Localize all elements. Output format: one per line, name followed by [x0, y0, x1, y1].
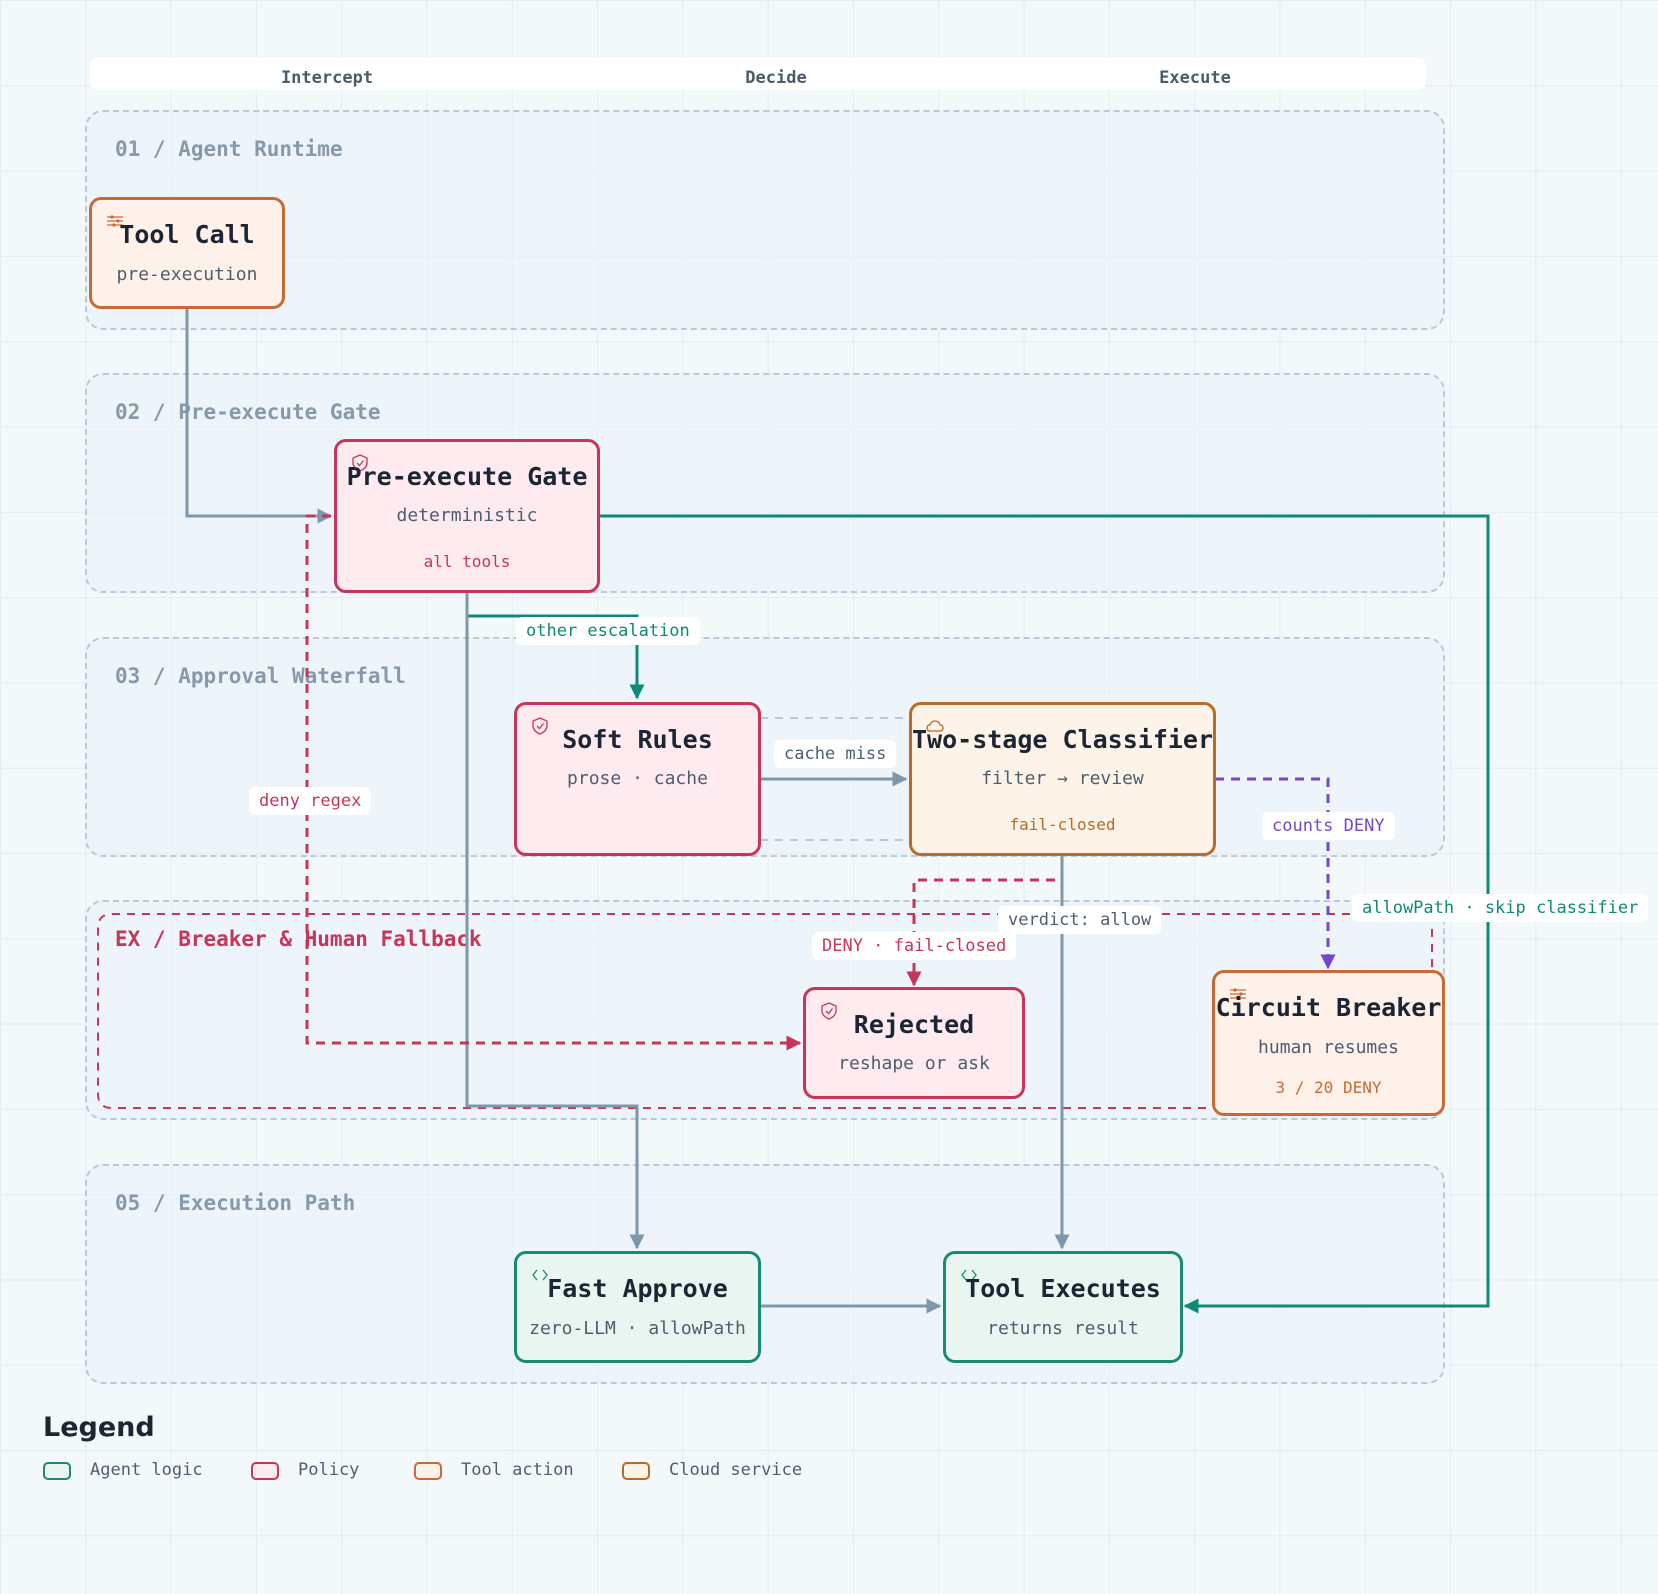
lane-pre-execute-gate: [85, 373, 1445, 593]
shield-icon: [532, 717, 548, 735]
node-subtitle: pre-execution: [116, 264, 258, 285]
code-icon: [532, 1269, 548, 1281]
node-subtitle: deterministic: [396, 505, 538, 526]
node-tool-executes[interactable]: Tool Executes returns result: [943, 1251, 1183, 1363]
stage-execute: Execute: [1159, 68, 1231, 88]
lane-title-execution-path: 05 / Execution Path: [115, 1191, 356, 1215]
edge-label-allowpath-skip: allowPath · skip classifier: [1352, 894, 1649, 922]
shield-icon: [821, 1002, 837, 1020]
stage-intercept: Intercept: [280, 68, 374, 88]
node-title: Tool Call: [119, 220, 255, 249]
edge-label-verdict-allow: verdict: allow: [998, 906, 1162, 934]
lane-agent-runtime: [85, 110, 1445, 330]
cloud-icon: [926, 720, 944, 732]
node-badge: all tools: [423, 552, 511, 571]
node-fast-approve[interactable]: Fast Approve zero-LLM · allowPath: [514, 1251, 761, 1363]
node-circuit-breaker[interactable]: Circuit Breaker human resumes 3 / 20 DEN…: [1212, 970, 1445, 1116]
legend-swatch: [622, 1462, 650, 1480]
legend-swatch: [414, 1462, 442, 1480]
legend-label: Cloud service: [669, 1460, 803, 1480]
sliders-icon: [1230, 988, 1246, 1000]
lane-title-pre-execute-gate: 02 / Pre-execute Gate: [115, 400, 381, 424]
node-title: Circuit Breaker: [1215, 993, 1442, 1022]
edge-toolcall-gate: [185, 308, 333, 524]
node-subtitle: returns result: [987, 1318, 1139, 1339]
edge-label-other-escalation: other escalation: [516, 617, 700, 645]
node-title: Soft Rules: [562, 725, 713, 754]
edge-label-cache-miss: cache miss: [774, 740, 897, 768]
node-subtitle: human resumes: [1258, 1037, 1399, 1058]
node-badge: fail-closed: [1009, 815, 1116, 834]
node-title: Rejected: [853, 1010, 975, 1039]
edge-cache-loop: [760, 717, 910, 841]
node-subtitle: prose · cache: [567, 768, 708, 789]
node-soft-rules[interactable]: Soft Rules prose · cache: [514, 702, 761, 856]
node-title: Pre-execute Gate: [346, 462, 588, 491]
legend-swatch: [43, 1462, 71, 1480]
node-title: Two-stage Classifier: [912, 725, 1214, 754]
node-title: Tool Executes: [965, 1274, 1161, 1303]
node-rejected[interactable]: Rejected reshape or ask: [803, 987, 1025, 1099]
shield-icon: [352, 454, 368, 472]
node-badge: 3 / 20 DENY: [1275, 1078, 1382, 1097]
breaker-region-outline: [97, 913, 1433, 1109]
edge-label-counts-deny: counts DENY: [1262, 812, 1395, 840]
edge-gate-fastapprove: [465, 593, 645, 1250]
stage-decide: Decide: [745, 68, 807, 88]
edge-label-deny-fail-closed: DENY · fail-closed: [812, 932, 1017, 960]
stage-header: [90, 58, 1426, 90]
lane-approval-waterfall: [85, 637, 1445, 857]
legend-label: Tool action: [461, 1460, 574, 1480]
lane-title-approval-waterfall: 03 / Approval Waterfall: [115, 664, 406, 688]
lane-title-agent-runtime: 01 / Agent Runtime: [115, 137, 343, 161]
legend-label: Agent logic: [90, 1460, 203, 1480]
legend-label: Policy: [298, 1460, 360, 1480]
legend-swatch: [251, 1462, 279, 1480]
node-subtitle: zero-LLM · allowPath: [529, 1318, 746, 1339]
lane-execution-path: [85, 1164, 1445, 1384]
node-tool-call[interactable]: Tool Call pre-execution: [89, 197, 285, 309]
edge-classifier-breaker: [1215, 777, 1336, 970]
node-pre-execute-gate[interactable]: Pre-execute Gate deterministic all tools: [334, 439, 600, 593]
edge-label-deny-regex: deny regex: [249, 787, 372, 815]
legend-title: Legend: [43, 1412, 155, 1443]
node-two-stage-classifier[interactable]: Two-stage Classifier filter → review fai…: [909, 702, 1216, 856]
node-subtitle: filter → review: [981, 768, 1144, 789]
edge-gate-softrules: [465, 593, 645, 700]
code-icon: [961, 1269, 977, 1281]
node-subtitle: reshape or ask: [838, 1053, 990, 1074]
node-title: Fast Approve: [547, 1274, 728, 1303]
lane-title-breaker-fallback: EX / Breaker & Human Fallback: [115, 927, 482, 951]
sliders-icon: [107, 215, 123, 227]
